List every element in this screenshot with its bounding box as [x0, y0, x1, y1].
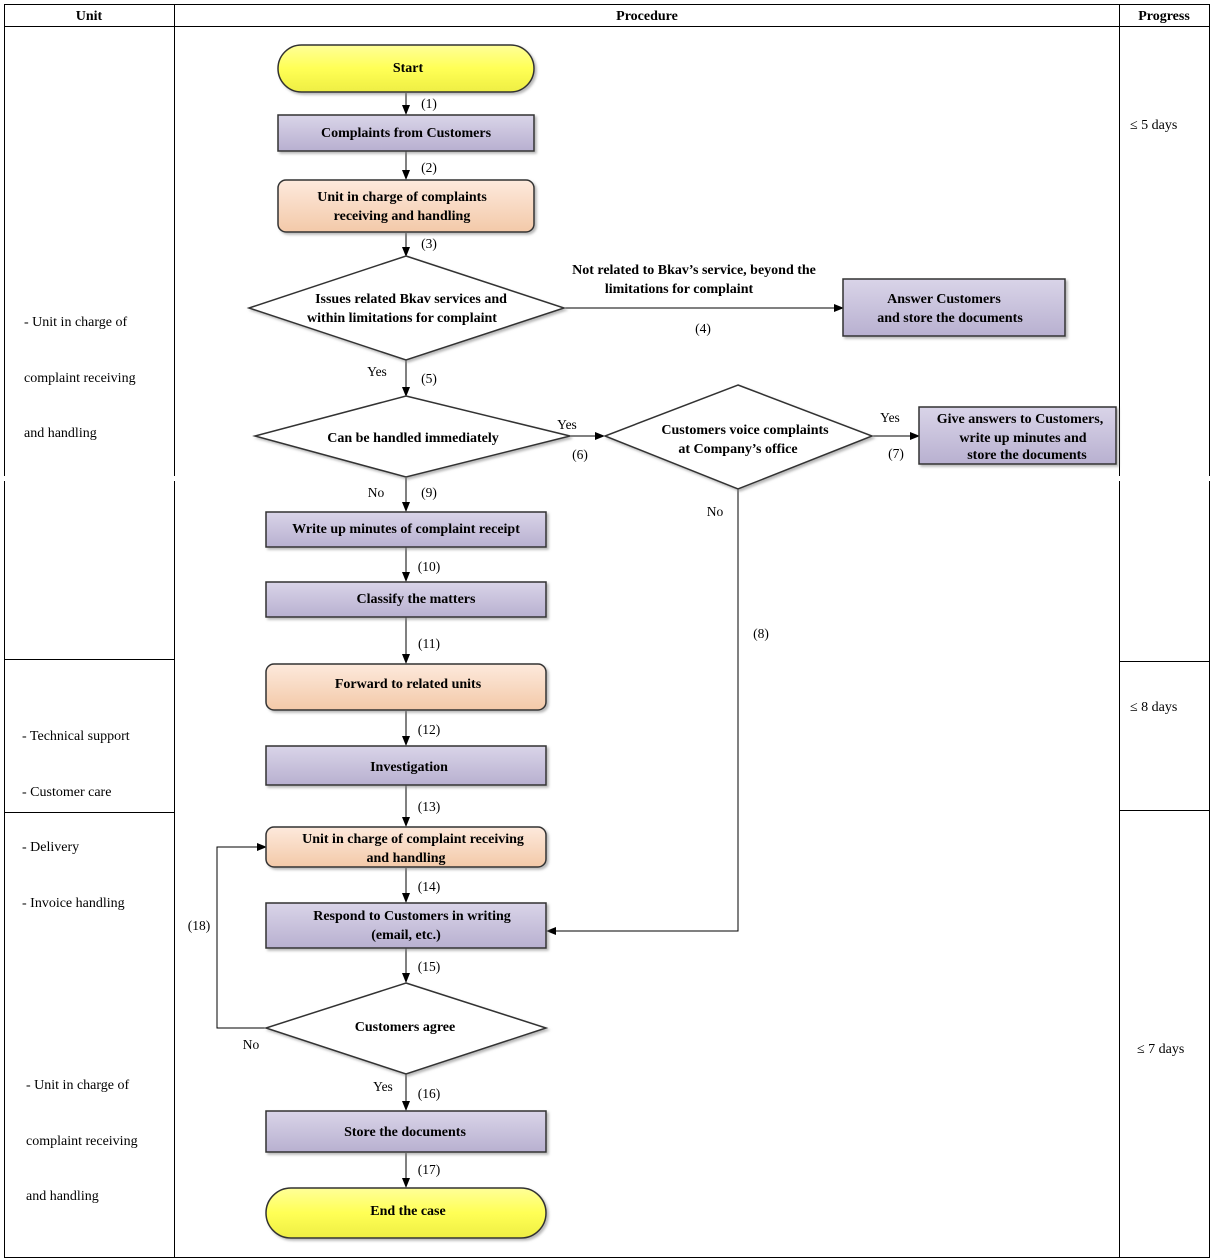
- unit-handling-line2: and handling: [367, 851, 446, 866]
- unit-cell-1-line: - Unit in charge of: [24, 315, 128, 330]
- store-box: Store the documents: [265, 1110, 547, 1153]
- yes-label-5: Yes: [367, 364, 387, 379]
- step-12: (12): [418, 722, 441, 737]
- give-line3: store the documents: [967, 448, 1087, 463]
- edge-8: [546, 489, 739, 935]
- no-label-8: No: [707, 504, 724, 519]
- progress-cell-3: ≤ 7 days: [1137, 1042, 1185, 1057]
- step-2: (2): [421, 160, 437, 175]
- header-unit: Unit: [76, 9, 103, 24]
- unit-cell-3-line: complaint receiving: [26, 1133, 138, 1149]
- yes-label-6: Yes: [557, 417, 577, 432]
- give-answers-box: Give answers to Customers, write up minu…: [918, 406, 1117, 465]
- minutes-box: Write up minutes of complaint receipt: [265, 511, 547, 548]
- unit-cell-3-line: and handling: [26, 1189, 99, 1204]
- header-progress: Progress: [1138, 9, 1190, 24]
- complaints-label: Complaints from Customers: [321, 126, 492, 141]
- step-15: (15): [418, 959, 441, 974]
- step-8: (8): [753, 626, 769, 641]
- forward-box: Forward to related units: [265, 663, 547, 711]
- unit-cell-1: - Unit in charge of complaint receiving …: [24, 277, 136, 462]
- unit-receiving-box: Unit in charge of complaints receiving a…: [277, 179, 535, 233]
- unit-receiving-line1: Unit in charge of complaints: [317, 190, 487, 205]
- office-line1: Customers voice complaints: [661, 423, 829, 438]
- step-11: (11): [418, 636, 440, 651]
- answer-line2: and store the documents: [877, 311, 1023, 326]
- agree-decision: Customers agree: [263, 982, 549, 1075]
- give-line2: write up minutes and: [959, 431, 1086, 446]
- end-terminal: End the case: [265, 1187, 547, 1239]
- handled-label: Can be handled immediately: [327, 431, 499, 446]
- unit-cell-1-line: and handling: [24, 426, 97, 441]
- unit-cell-3-line: - Unit in charge of: [26, 1078, 130, 1093]
- classify-box: Classify the matters: [265, 581, 547, 618]
- not-related-line1: Not related to Bkav’s service, beyond th…: [572, 263, 816, 278]
- yes-label-16: Yes: [373, 1079, 393, 1094]
- step-18: (18): [188, 918, 211, 933]
- agree-label: Customers agree: [355, 1020, 455, 1035]
- end-label: End the case: [370, 1204, 445, 1219]
- minutes-label: Write up minutes of complaint receipt: [292, 522, 520, 537]
- step-13: (13): [418, 799, 441, 814]
- step-9: (9): [421, 485, 437, 500]
- unit-cell-2-line: - Technical support: [22, 729, 130, 744]
- start-label: Start: [393, 61, 424, 76]
- unit-cell-3: - Unit in charge of complaint receiving …: [26, 1040, 138, 1225]
- give-line1: Give answers to Customers,: [937, 412, 1103, 427]
- progress-cell-1: ≤ 5 days: [1130, 118, 1178, 133]
- complaints-box: Complaints from Customers: [277, 114, 535, 152]
- step-3: (3): [421, 236, 437, 251]
- unit-cell-1-line: complaint receiving: [24, 370, 136, 386]
- office-decision: Customers voice complaints at Company’s …: [602, 384, 875, 490]
- unit-cell-2: - Technical support - Customer care - De…: [22, 691, 130, 932]
- unit-cell-2-line: - Delivery: [22, 840, 80, 855]
- respond-line2: (email, etc.): [371, 928, 441, 943]
- step-4: (4): [695, 321, 711, 336]
- no-label-18: No: [243, 1037, 260, 1052]
- step-17: (17): [418, 1162, 441, 1177]
- store-label: Store the documents: [344, 1125, 466, 1140]
- start-terminal: Start: [277, 44, 535, 93]
- answer-line1: Answer Customers: [887, 292, 1001, 307]
- step-14: (14): [418, 879, 441, 894]
- step-16: (16): [418, 1086, 441, 1101]
- investigation-label: Investigation: [370, 760, 448, 775]
- step-5: (5): [421, 371, 437, 386]
- header-procedure: Procedure: [616, 9, 678, 24]
- unit-cell-2-line: - Invoice handling: [22, 895, 125, 911]
- office-line2: at Company’s office: [678, 442, 797, 457]
- answer-box: Answer Customers and store the documents: [842, 278, 1066, 337]
- table-grid: [4, 4, 1210, 1258]
- respond-box: Respond to Customers in writing (email, …: [265, 902, 547, 949]
- unit-handling-line1: Unit in charge of complaint receiving: [302, 832, 524, 847]
- no-label-9: No: [368, 485, 385, 500]
- progress-cell-2: ≤ 8 days: [1130, 700, 1178, 715]
- step-1: (1): [421, 96, 437, 111]
- issues-decision: Issues related Bkav services and within …: [246, 255, 567, 361]
- forward-label: Forward to related units: [335, 677, 482, 692]
- unit-receiving-line2: receiving and handling: [334, 209, 471, 224]
- issues-line2: within limitations for complaint: [307, 311, 497, 326]
- step-6: (6): [572, 447, 588, 462]
- classify-label: Classify the matters: [357, 592, 477, 607]
- respond-line1: Respond to Customers in writing: [313, 909, 511, 924]
- unit-cell-2-line: - Customer care: [22, 784, 112, 800]
- yes-label-7: Yes: [880, 410, 900, 425]
- step-10: (10): [418, 559, 441, 574]
- not-related-line2: limitations for complaint: [605, 282, 754, 297]
- step-7: (7): [888, 446, 904, 461]
- issues-line1: Issues related Bkav services and: [315, 292, 507, 307]
- edge-18: [216, 843, 267, 1029]
- unit-handling-box: Unit in charge of complaint receiving an…: [265, 826, 547, 868]
- investigation-box: Investigation: [265, 745, 547, 786]
- handled-decision: Can be handled immediately: [252, 395, 571, 478]
